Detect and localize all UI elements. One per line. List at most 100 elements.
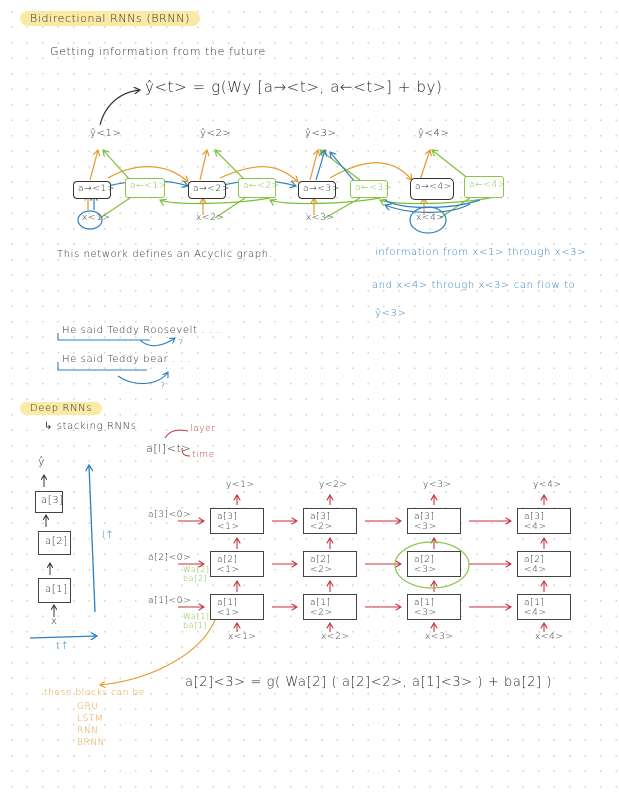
block-type-rnn: RNN: [77, 726, 99, 736]
subtitle-future: Getting information from the future: [50, 45, 266, 58]
grid-cell: a[3]<3>: [407, 508, 461, 534]
time-axis: [29, 636, 97, 638]
orange-arrow-2: [199, 150, 207, 181]
grid-cell: a[3]<2>: [303, 508, 357, 534]
grid-cell: a[2]<2>: [303, 551, 357, 577]
orange-arrow-1: [89, 150, 98, 181]
green-up-2: [215, 150, 246, 181]
formula-lhs: ŷ<t>: [145, 78, 188, 96]
grid-cell: a[1]<1>: [210, 594, 264, 620]
layer-axis: [89, 465, 96, 613]
info-note-line2: and x<4> through x<3> can flow to: [372, 280, 576, 291]
blocks-note-title: these blocks can be: [44, 688, 145, 698]
forward-cell-1: a→<1>: [73, 181, 114, 199]
green-back-3: [380, 197, 491, 204]
block-type-lstm: LSTM: [77, 714, 104, 724]
example-question-2: ?: [160, 381, 166, 392]
block-type-gru: GRU: [77, 702, 99, 712]
orange-forward-2: [219, 166, 298, 182]
section-heading-deep-rnn: Deep RNNs: [20, 402, 103, 415]
forward-cell-3: a→<3>: [298, 181, 339, 199]
initial-state-label: a[2]<0>: [148, 553, 192, 563]
bias-layer2: ba[2]: [183, 574, 208, 583]
forward-cell-2: a→<2>: [188, 181, 229, 199]
grid-output-label: y<1>: [226, 480, 255, 490]
blocks-pointer: [100, 619, 216, 685]
time-pointer: [181, 447, 191, 457]
brnn-input-4: x<4>: [416, 213, 445, 223]
blocks-note-list: GRU LSTM RNN BRNN: [77, 701, 105, 749]
pointer-arrow: [99, 90, 140, 126]
underline-example-2: [57, 362, 147, 371]
stacking-subheading: ↳ stacking RNNs: [44, 421, 137, 432]
highlight-ellipse: [394, 541, 470, 589]
brnn-output-2: ŷ<2>: [200, 128, 232, 139]
grid-input-label: x<4>: [535, 632, 564, 642]
initial-state-label: a[1]<0>: [148, 596, 192, 606]
grid-cell: a[1]<4>: [517, 594, 571, 620]
orange-arrow-4: [419, 150, 430, 181]
info-note-line3: ŷ<3>: [375, 308, 407, 319]
orange-forward-1: [107, 166, 188, 182]
brnn-output-3: ŷ<3>: [305, 128, 337, 139]
brnn-input-1: x<1>: [82, 213, 111, 223]
horizontal-axis-label: t↑: [56, 641, 70, 652]
deep-rnn-formula: a[2]<3> = g( Wa[2] ( a[2]<2>, a[1]<3> ) …: [185, 675, 553, 690]
green-up-4: [432, 150, 471, 181]
grid-cell: a[3]<4>: [517, 508, 571, 534]
grid-output-label: y<2>: [319, 480, 348, 490]
curve-example-2: [117, 372, 168, 384]
stack-layer-2: a[2]: [38, 531, 71, 555]
grid-cell: a[3]<1>: [210, 508, 264, 534]
layer-annotation: layer: [190, 424, 216, 434]
grid-cell: a[2]<3>: [407, 551, 461, 577]
brnn-input-3: x<3>: [306, 213, 335, 223]
stack-layer-3: a[3]: [35, 491, 63, 513]
stack-input: x: [51, 616, 58, 627]
green-back-2: [270, 197, 381, 204]
blue-up-3: [315, 150, 325, 181]
grid-cell: a[1]<3>: [407, 594, 461, 620]
blue-up-3b: [330, 152, 356, 183]
grid-output-label: y<3>: [423, 480, 452, 490]
green-up-1: [103, 150, 131, 181]
grid-input-label: x<2>: [321, 632, 350, 642]
time-annotation: time: [192, 450, 215, 460]
brnn-input-2: x<2>: [196, 213, 225, 223]
forward-cell-4: a→<4>: [410, 178, 454, 200]
grid-cell: a[2]<4>: [517, 551, 571, 577]
grid-input-label: x<3>: [425, 632, 454, 642]
layer-pointer: [164, 429, 189, 439]
info-note-line1: information from x<1> through x<3>: [375, 247, 587, 258]
brnn-output-4: ŷ<4>: [418, 128, 450, 139]
weight-layer2: Wa[2]: [183, 565, 210, 574]
grid-input-label: x<1>: [228, 632, 257, 642]
stack-output: ŷ: [38, 455, 46, 468]
example-sentence-1: He said Teddy Roosevelt . . .: [62, 325, 221, 336]
brnn-output-1: ŷ<1>: [90, 128, 122, 139]
blue-circle-x4: [409, 206, 447, 234]
backward-cell-1: a←<1>: [125, 178, 166, 198]
weight-layer1: Wa[1]: [183, 612, 210, 621]
blue-back-1: [385, 204, 471, 213]
stack-layer-1: a[1]: [38, 578, 71, 603]
grid-cell: a[2]<1>: [210, 551, 264, 577]
example-question-1: ?: [178, 338, 184, 349]
backward-cell-4: a←<4>: [464, 176, 505, 198]
orange-forward-3: [329, 162, 412, 180]
grid-cell: a[1]<2>: [303, 594, 357, 620]
orange-arrow-3: [309, 150, 318, 181]
grid-output-label: y<4>: [533, 480, 562, 490]
bias-layer1: ba[1]: [183, 621, 208, 630]
params-layer1: Wa[1] ba[1]: [183, 612, 210, 630]
section-heading-brnn: Bidirectional RNNs (BRNN): [20, 11, 200, 26]
example-sentence-2: He said Teddy bear . . .: [62, 354, 192, 365]
acyclic-note: This network defines an Acyclic graph.: [57, 249, 273, 260]
curve-example-1: [139, 338, 175, 347]
formula-rhs: = g(Wy [a→<t>, a←<t>] + by): [192, 78, 443, 96]
layer-time-notation: a[l]<t>: [146, 442, 192, 455]
green-back-1: [160, 197, 271, 204]
